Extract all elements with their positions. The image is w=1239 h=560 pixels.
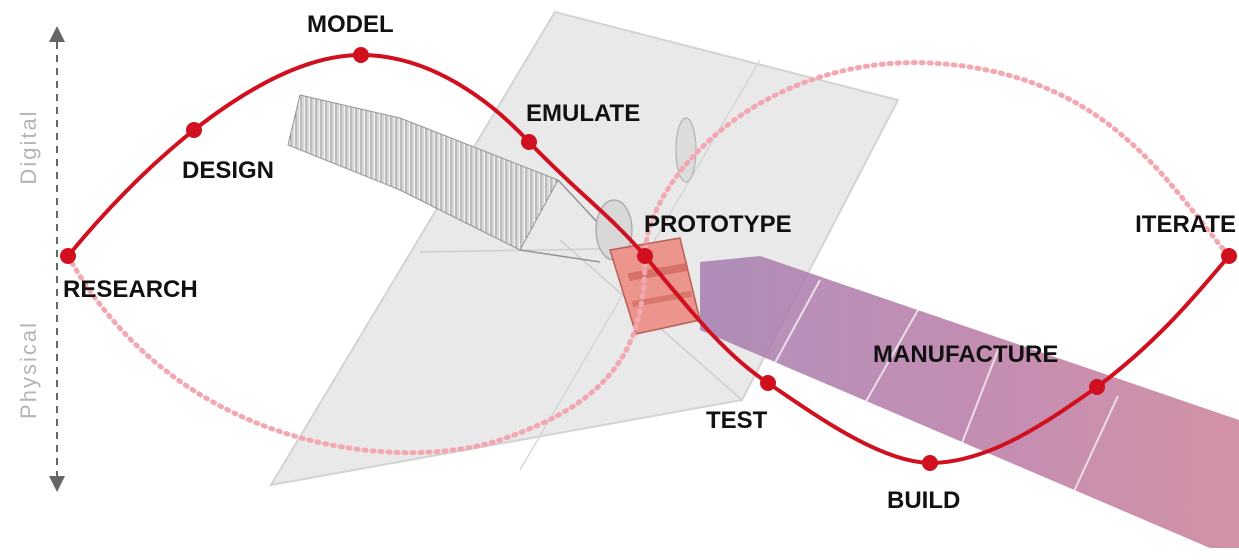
- axis-label-digital: Digital: [16, 109, 41, 184]
- stage-markers: [60, 47, 1237, 471]
- stage-marker-research: [60, 248, 76, 264]
- stage-marker-manufacture: [1089, 379, 1105, 395]
- stage-marker-model: [353, 47, 369, 63]
- stage-marker-design: [186, 122, 202, 138]
- stage-label-build: BUILD: [887, 487, 960, 514]
- stage-label-emulate: EMULATE: [526, 100, 640, 127]
- satellite-illustration: [269, 10, 1239, 548]
- stage-marker-test: [760, 375, 776, 391]
- stage-label-model: MODEL: [307, 11, 394, 38]
- stage-label-design: DESIGN: [182, 157, 274, 184]
- stage-marker-emulate: [521, 134, 537, 150]
- arrow-down-icon: [49, 476, 65, 492]
- stage-label-iterate: ITERATE: [1135, 211, 1236, 238]
- stage-label-prototype: PROTOTYPE: [644, 211, 792, 238]
- axis-label-physical: Physical: [16, 321, 41, 419]
- digital-physical-axis: Digital Physical: [16, 26, 65, 492]
- stage-label-research: RESEARCH: [63, 276, 198, 303]
- satellite-dish-upper: [675, 117, 697, 183]
- stage-label-manufacture: MANUFACTURE: [873, 341, 1058, 368]
- stage-marker-build: [922, 455, 938, 471]
- arrow-up-icon: [49, 26, 65, 42]
- stage-labels: RESEARCH DESIGN MODEL EMULATE PROTOTYPE …: [63, 11, 1236, 514]
- stage-label-test: TEST: [706, 407, 768, 434]
- satellite-solar-array: [700, 256, 1239, 548]
- stage-marker-iterate: [1221, 248, 1237, 264]
- stage-marker-prototype: [637, 248, 653, 264]
